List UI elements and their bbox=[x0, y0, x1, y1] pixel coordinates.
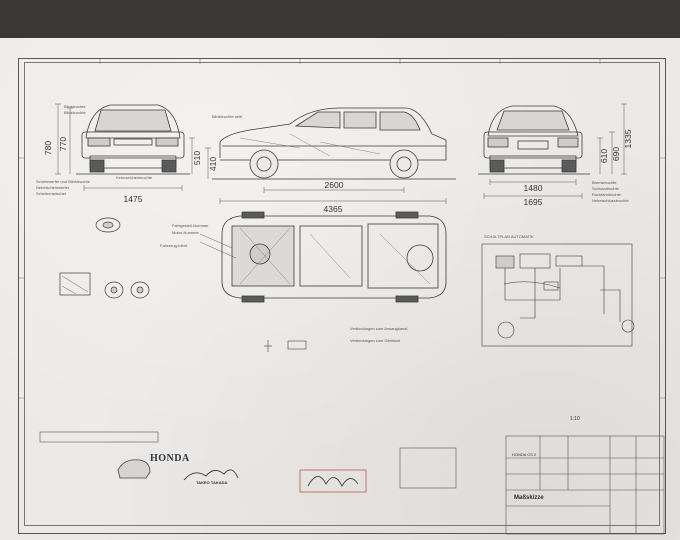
side-dimensions bbox=[205, 147, 447, 204]
callout-plan-left-3: Fahrzeug-Ident. bbox=[160, 243, 189, 248]
rear-view bbox=[478, 105, 590, 175]
front-dimensions bbox=[55, 103, 195, 191]
schematic-title: SCHALTPLAN AUTOMATIK bbox=[484, 234, 534, 239]
honda-elephant-mark bbox=[117, 459, 151, 479]
callout-front-bottom: Kennzeichenleuchte bbox=[116, 175, 153, 180]
honda-logo: HONDA bbox=[150, 453, 190, 464]
callout-plan-bottom-2: Verbindungen zum Gemisch bbox=[350, 338, 401, 343]
callout-front-left-3: Scheibenwischer bbox=[36, 191, 67, 196]
blueprint-sheet: 780 770 510 1475 410 2600 4365 1480 1695… bbox=[0, 38, 680, 540]
signature-scribble bbox=[183, 469, 239, 481]
callout-front-top-1: Blinkleuchte bbox=[64, 104, 86, 109]
callout-rear-right-3: Rückfahrleuchte bbox=[592, 192, 621, 197]
dim-front-overall-height: 780 bbox=[43, 141, 53, 155]
dim-side-overall-length: 4365 bbox=[324, 204, 343, 214]
title-block-title: Maßskizze bbox=[514, 495, 544, 501]
dim-rear-overall-height: 1335 bbox=[623, 129, 633, 148]
detail-parts bbox=[59, 217, 150, 299]
title-block-lines bbox=[39, 431, 665, 535]
stamp-signature bbox=[307, 476, 359, 487]
dim-rear-height-a: 610 bbox=[599, 149, 609, 163]
dim-front-track: 1475 bbox=[124, 194, 143, 204]
dim-rear-height-b: 690 bbox=[611, 147, 621, 161]
callout-rear-right-4: Nebelschlussleuchte bbox=[592, 198, 629, 203]
rear-dimensions bbox=[483, 103, 627, 199]
dim-rear-overall-width: 1695 bbox=[524, 197, 543, 207]
blueprint-frame bbox=[18, 58, 666, 534]
dim-front-wheel-height: 510 bbox=[192, 151, 202, 165]
callout-rear-right-2: Schlussleuchte bbox=[592, 186, 619, 191]
dim-side-wheelbase: 2600 bbox=[325, 180, 344, 190]
front-view bbox=[76, 104, 190, 175]
callout-rear-right-1: Bremsleuchte bbox=[592, 180, 617, 185]
callout-front-left-2: Nebelscheinwerfer bbox=[36, 185, 70, 190]
dim-rear-track: 1480 bbox=[524, 183, 543, 193]
title-block-scale: 1:10 bbox=[570, 416, 580, 422]
center-symbols bbox=[264, 340, 307, 352]
callout-plan-left-2: Motor-Nummer bbox=[172, 230, 199, 235]
border-ticks bbox=[18, 58, 666, 399]
dimension-labels: 780 770 510 1475 410 2600 4365 1480 1695… bbox=[43, 129, 633, 214]
signature-name: TAKEO TAKADA bbox=[196, 480, 228, 485]
title-block-model: HONDA CS 2 bbox=[512, 452, 537, 457]
callout-front-left-1: Scheinwerfer und Blinkleuchte bbox=[36, 179, 90, 184]
side-view bbox=[212, 107, 456, 180]
blueprint-inner-frame bbox=[24, 62, 660, 526]
callout-plan-bottom-1: Verbindungen zum Ansaugkanal bbox=[350, 326, 408, 331]
dim-side-ground-clearance: 410 bbox=[208, 157, 218, 171]
callout-plan-left-1: Fahrgestell-Nummer bbox=[172, 223, 209, 228]
callout-side-top: Blinkleuchte seitl. bbox=[212, 114, 243, 119]
blueprint-drawing: 780 770 510 1475 410 2600 4365 1480 1695… bbox=[18, 58, 666, 535]
plan-view bbox=[199, 211, 447, 303]
wiring-schematic bbox=[481, 243, 635, 347]
callout-front-top-2: Blinkleuchte bbox=[64, 110, 86, 115]
dim-front-roof-height: 770 bbox=[58, 137, 68, 151]
